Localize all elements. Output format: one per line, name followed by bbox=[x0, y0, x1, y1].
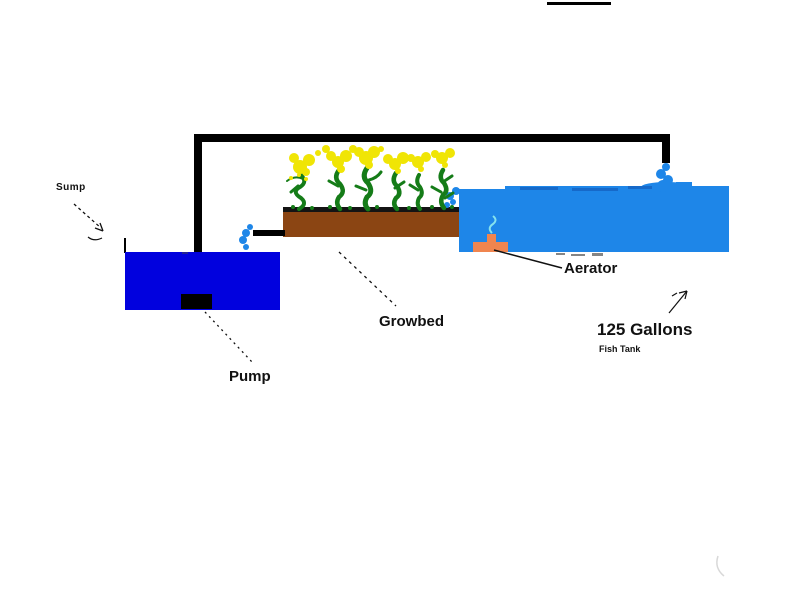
leader-lines bbox=[73, 203, 688, 363]
tank-capacity-label: 125 Gallons bbox=[597, 320, 693, 339]
smudge-marks bbox=[556, 253, 603, 256]
pump-body bbox=[181, 294, 212, 309]
growbed-top-edge bbox=[283, 207, 459, 212]
tank-arrow-line bbox=[668, 290, 688, 314]
tank-type-label: Fish Tank bbox=[599, 344, 641, 354]
growbed-box bbox=[283, 212, 459, 237]
spout-water-icon bbox=[239, 224, 253, 250]
pump-label: Pump bbox=[229, 368, 271, 385]
growbed-label: Growbed bbox=[379, 313, 445, 330]
sump-surface-mark bbox=[182, 252, 188, 254]
growbed-leader bbox=[338, 251, 397, 307]
pump-leader bbox=[204, 311, 253, 363]
stray-mark bbox=[716, 555, 725, 577]
inlet-splash-icon bbox=[656, 163, 673, 192]
tank-arrow-dash bbox=[671, 292, 678, 297]
flower-stems bbox=[286, 165, 455, 212]
aerator-label: Aerator bbox=[564, 260, 618, 277]
tank-surface-ripples bbox=[520, 186, 652, 191]
pump-pipe bbox=[194, 134, 670, 296]
flower-ground-sprouts bbox=[291, 205, 454, 210]
sump-arrowhead-icon bbox=[94, 222, 104, 232]
aerator-leader bbox=[493, 249, 563, 269]
drain-spout bbox=[253, 230, 285, 236]
sump-leader bbox=[73, 203, 102, 229]
tank-arrowhead-icon bbox=[678, 290, 688, 300]
fish-tank bbox=[459, 182, 729, 252]
sump-label: Sump bbox=[56, 182, 86, 193]
top-underline bbox=[547, 2, 611, 5]
aerator-bubbles-icon bbox=[488, 215, 497, 234]
flower-blooms bbox=[289, 145, 455, 181]
sump-arrow-hook bbox=[87, 236, 103, 241]
aerator-device bbox=[473, 234, 508, 252]
sump-wall-line bbox=[124, 238, 126, 253]
